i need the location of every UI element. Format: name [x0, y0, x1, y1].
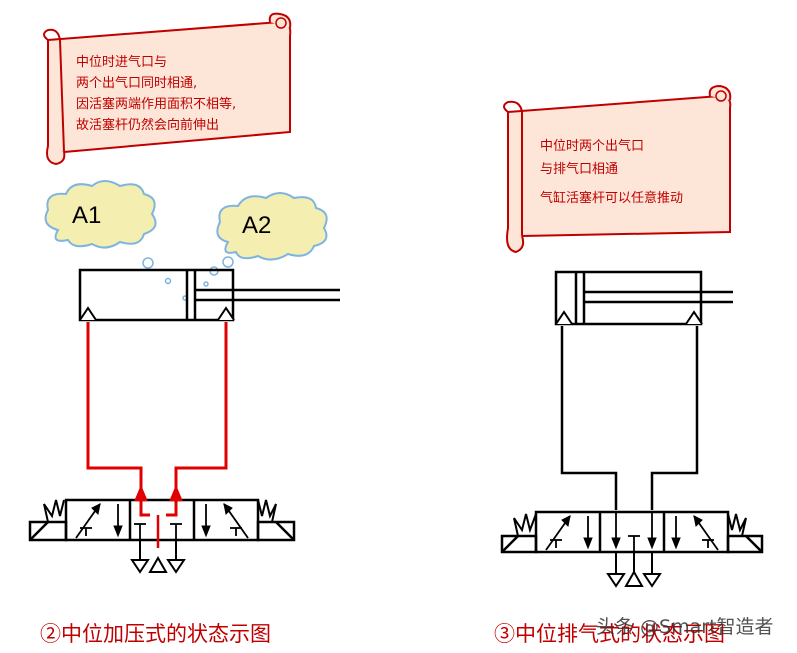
left-note-line: 因活塞两端作用面积不相等, [76, 97, 237, 112]
caption-right: ③中位排气式的状态示图 [494, 622, 725, 646]
right-lines [560, 326, 699, 510]
right-note-line: 中位时两个出气口 [540, 139, 645, 154]
right-cylinder-ports [555, 310, 703, 325]
left-scroll [43, 12, 292, 166]
left-note-line: 故活塞杆仍然会向前伸出 [76, 118, 220, 133]
left-valve-pressure [134, 484, 183, 548]
left-valve-ports [130, 540, 186, 574]
right-cylinder [554, 270, 733, 326]
cloud-a1 [44, 180, 157, 249]
right-note-line: 与排气口相通 [540, 162, 619, 177]
cloud-label-a2: A2 [242, 212, 272, 239]
right-note-line: 气缸活塞杆可以任意推动 [540, 191, 684, 206]
left-pressure-lines [86, 322, 228, 517]
right-scroll [503, 84, 732, 254]
caption-left: ②中位加压式的状态示图 [40, 622, 271, 646]
left-note-line: 两个出气口同时相通, [76, 76, 198, 91]
right-note: 中位时两个出气口 与排气口相通 气缸活塞杆可以任意推动 [540, 135, 683, 210]
cloud-a2 [216, 192, 328, 261]
watermark: 头条 @Smart智造者 [596, 616, 774, 638]
right-valve [500, 510, 764, 554]
right-valve-ports [606, 552, 662, 588]
cloud-label-a1: A1 [72, 202, 102, 229]
left-valve [28, 498, 296, 542]
left-note-line: 中位时进气口与 [76, 55, 168, 70]
left-cylinder [78, 268, 340, 322]
left-cylinder-ports [79, 306, 235, 321]
left-note: 中位时进气口与 两个出气口同时相通, 因活塞两端作用面积不相等, 故活塞杆仍然会… [76, 52, 236, 136]
